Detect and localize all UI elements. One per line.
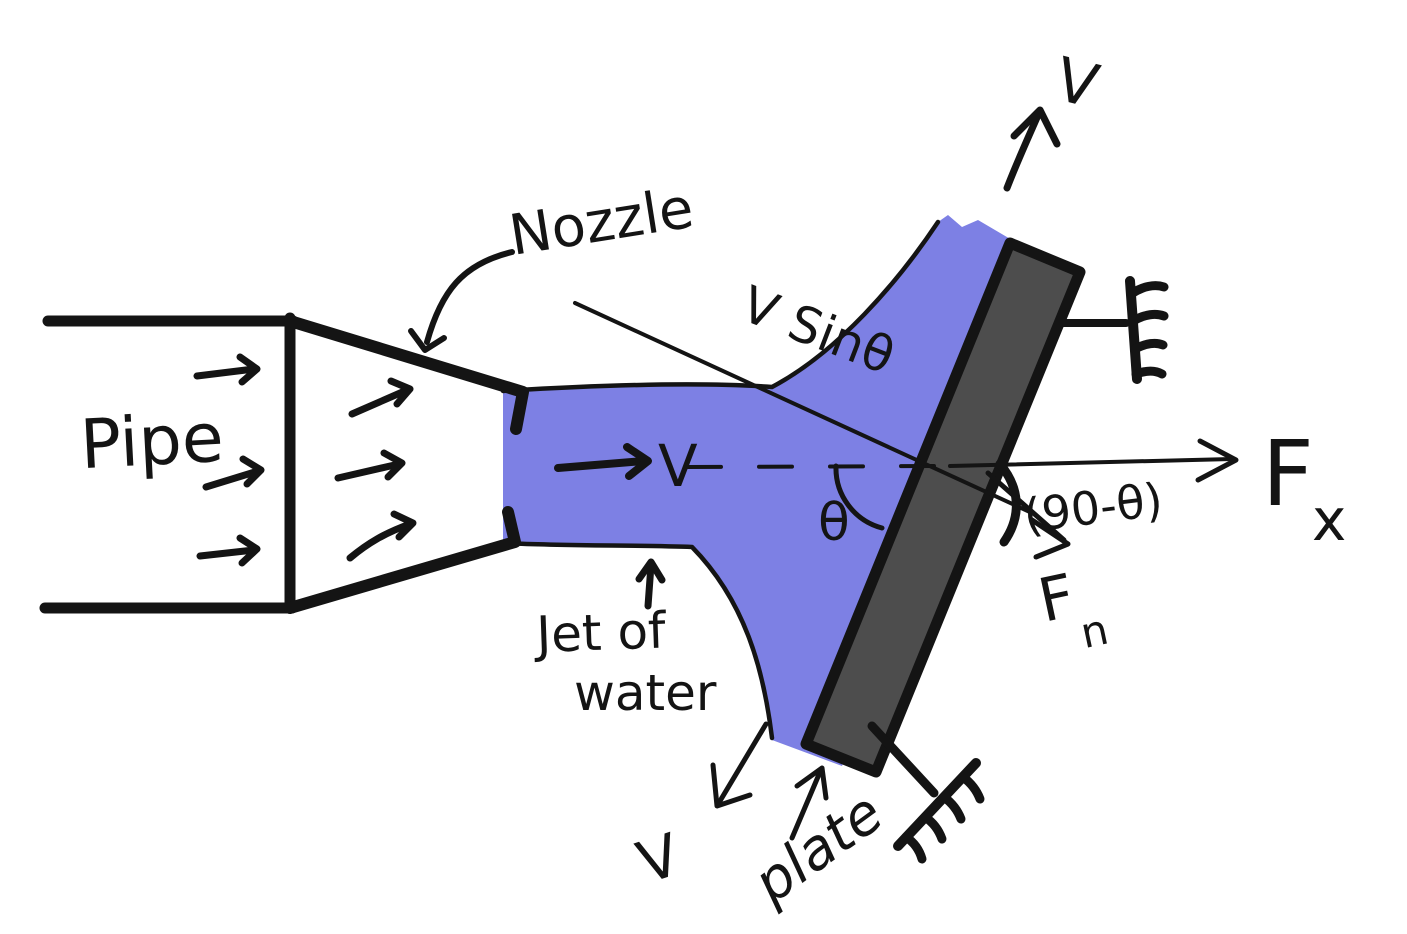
water-jet-body	[503, 215, 1048, 766]
jet-velocity-label: V	[658, 432, 698, 500]
v-deflected-down-label: V	[629, 820, 688, 897]
jet-of-water-leader-arrow	[635, 558, 666, 610]
v-sin-theta-line	[573, 301, 1034, 515]
plate-body	[800, 237, 1086, 778]
v-down-arrow	[710, 721, 769, 809]
pipe-label: Pipe	[78, 399, 225, 485]
jet-outline-top	[500, 219, 941, 394]
theta-arc	[833, 463, 885, 531]
fn-label: F n	[1033, 561, 1113, 658]
nozzle-wall-bottom	[284, 506, 521, 614]
angle-90-tick	[995, 459, 1021, 547]
nozzle-label: Nozzle	[505, 176, 698, 269]
centerline-dashed	[686, 464, 947, 469]
fn-arrow	[985, 470, 1071, 560]
water-label: water	[574, 664, 717, 722]
nozzle-wall-top	[284, 315, 529, 435]
support-anchor-top	[1058, 276, 1169, 384]
jet-outline-bottom	[500, 540, 775, 741]
nozzle-flow-arrows	[334, 377, 417, 562]
support-anchor-bottom	[867, 721, 985, 864]
pipe-outline	[39, 312, 299, 614]
svg-text:x: x	[1312, 486, 1346, 554]
angle-90-minus-theta-label: (90-θ)	[1021, 472, 1166, 543]
jet-of-label: Jet of	[532, 601, 668, 664]
v-deflected-up-label: V	[1048, 45, 1105, 123]
theta-label: θ	[818, 493, 850, 553]
plate-leader-arrow	[789, 765, 829, 841]
nozzle-leader-arrow	[408, 249, 515, 353]
pipe-flow-arrows	[193, 353, 265, 567]
fx-label: F x	[1262, 422, 1346, 554]
plate-label: plate	[741, 780, 895, 917]
svg-text:F: F	[1262, 422, 1314, 527]
svg-text:n: n	[1076, 605, 1112, 658]
svg-text:F: F	[1033, 561, 1081, 637]
v-up-arrow	[1003, 106, 1061, 192]
jet-velocity-arrow	[554, 443, 652, 480]
